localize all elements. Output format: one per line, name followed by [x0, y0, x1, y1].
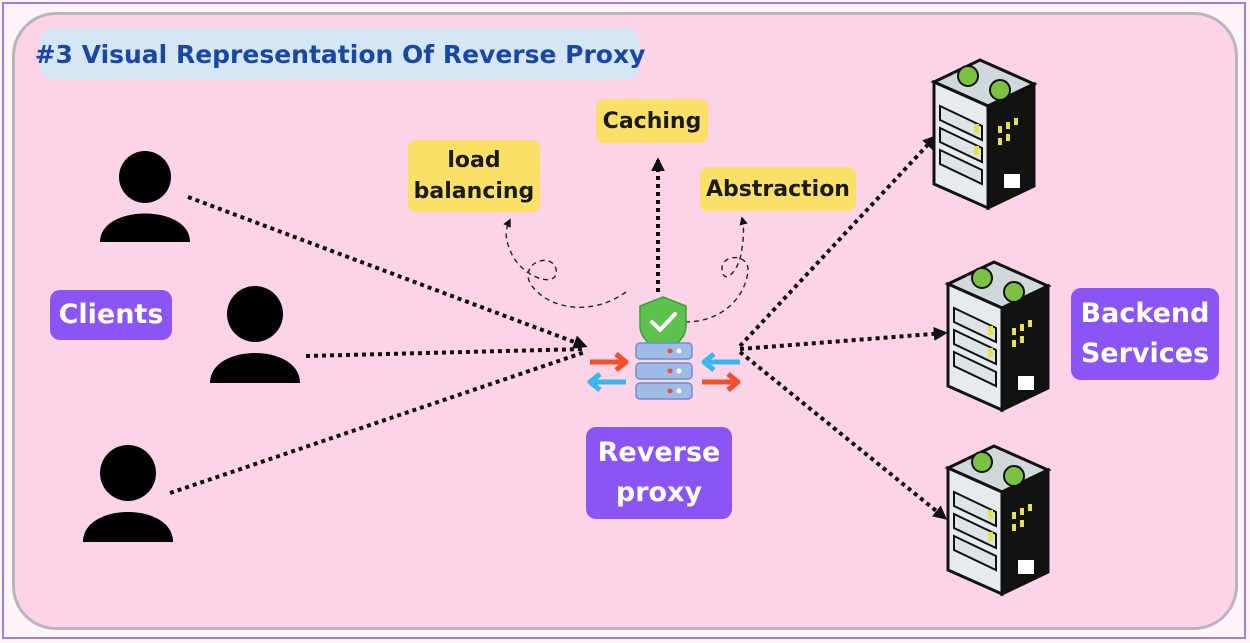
- server-stack-icon: [635, 342, 693, 400]
- reverse-proxy-label-line-2: proxy: [615, 477, 703, 508]
- title-banner: #3 Visual Representation Of Reverse Prox…: [35, 28, 645, 80]
- clients-label-text: Clients: [58, 299, 164, 330]
- user-icon: [100, 151, 190, 242]
- swap-arrows-icon: [587, 352, 629, 392]
- caching-label-text: Caching: [602, 108, 702, 134]
- server-tower-icon: [944, 444, 1052, 597]
- backend-services-label-line-1: Backend: [1080, 298, 1210, 329]
- connector-client-2: [305, 347, 586, 358]
- connector-backend-3: [738, 350, 948, 520]
- clients-label: Clients: [50, 290, 172, 340]
- connector-backend-2: [739, 326, 948, 351]
- user-icon: [83, 445, 173, 542]
- curl-abstraction: [684, 216, 749, 323]
- server-tower-icon: [944, 260, 1052, 413]
- swap-arrows-icon: [701, 352, 741, 392]
- connector-client-1: [187, 195, 588, 349]
- client-connectors: [169, 195, 588, 495]
- backend-services-label-line-2: Services: [1080, 338, 1210, 369]
- reverse-proxy-label: Reverse proxy: [586, 427, 732, 519]
- abstraction-label: Abstraction: [700, 167, 856, 211]
- backend-connectors: [738, 134, 948, 520]
- feature-curls: [503, 216, 749, 323]
- backend-services-label: Backend Services: [1071, 288, 1219, 380]
- reverse-proxy-label-line-1: Reverse: [597, 437, 721, 468]
- load-balancing-label-line-2: balancing: [413, 179, 535, 204]
- connector-client-3: [169, 350, 586, 495]
- page-title: #3 Visual Representation Of Reverse Prox…: [34, 39, 646, 69]
- caching-label: Caching: [596, 99, 708, 143]
- load-balancing-label-line-1: load: [447, 148, 501, 173]
- user-icon: [210, 286, 300, 383]
- curl-load-balancing: [503, 218, 627, 308]
- load-balancing-label: load balancing: [408, 140, 540, 212]
- abstraction-label-text: Abstraction: [706, 176, 850, 202]
- server-tower-icon: [930, 58, 1038, 211]
